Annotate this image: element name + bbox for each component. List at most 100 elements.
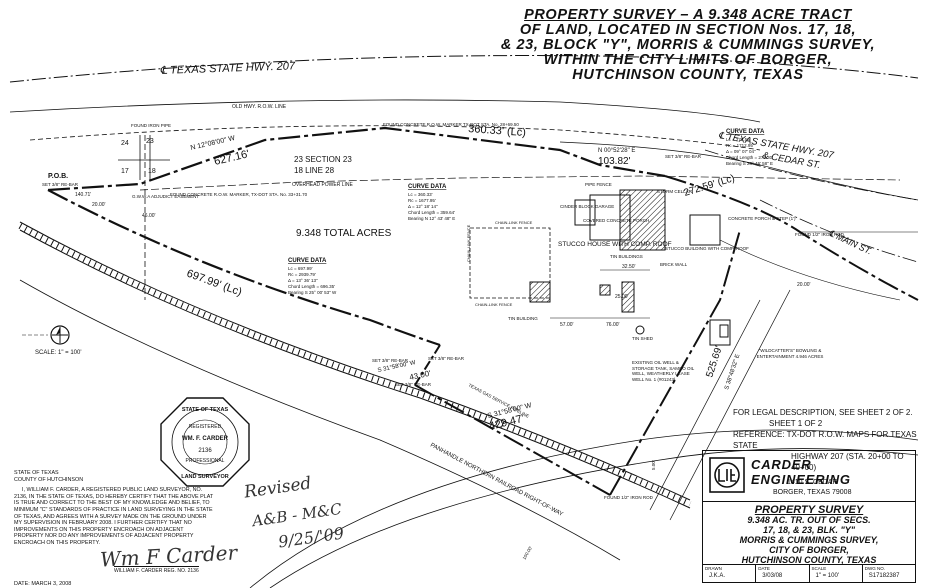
svg-text:Rc = 2939.79': Rc = 2939.79' (288, 272, 316, 277)
svg-text:Lc = 697.99': Lc = 697.99' (288, 266, 313, 271)
label-pipe-fence: PIPE FENCE (585, 182, 612, 187)
svg-text:Chord Length = 359.64': Chord Length = 359.64' (408, 210, 455, 215)
survey-summary: PROPERTY SURVEY 9.348 AC. TR. OUT OF SEC… (703, 505, 915, 566)
svg-text:Bearing S 25° 00' 53" W: Bearing S 25° 00' 53" W (288, 290, 337, 295)
svg-text:Δ = 09° 07' 04": Δ = 09° 07' 04" (726, 149, 756, 154)
label-dist-top: 627.16' (213, 148, 251, 168)
label-sec-18: 18 (148, 168, 156, 175)
svg-text:Chord Length = 696.35': Chord Length = 696.35' (288, 284, 335, 289)
label-found-conc-1: FOUND CONCRETE R.O.W. MARKER, TX-DOT STA… (170, 192, 308, 197)
label-dist-mid: 103.82' (598, 156, 631, 167)
label-dist-2: 20.00' (92, 202, 106, 208)
south-arc-1 (249, 429, 919, 588)
seal-top: STATE OF TEXAS (182, 407, 229, 413)
note-reference: REFERENCE: TX-DOT R.O.W. MAPS FOR TEXAS … (733, 430, 917, 450)
cert-state: STATE OF TEXAS (14, 470, 59, 476)
label-sec-17: 17 (121, 168, 129, 175)
label-chain-fence-2: CHAIN-LINK FENCE (475, 302, 513, 307)
seal-bottom: LAND SURVEYOR (181, 474, 229, 480)
road-edge-3 (719, 239, 901, 301)
tin-shed-2 (621, 281, 635, 313)
label-sec-line-18: 18 LINE 28 (294, 166, 335, 175)
label-found-conc-2: FOUND CONCRETE R.O.W. MARKER TX-DOT STA.… (383, 122, 519, 127)
label-stucco-bldg: STUCCO BUILDING WITH COMP. ROOF (665, 246, 749, 251)
label-bearing-top: N 12°08'00" W (190, 134, 237, 152)
label-d-2500: 25.00' (615, 294, 629, 300)
summary-line-5: CITY OF BORGER, (769, 545, 849, 555)
svg-text:Δ = 13° 36' 13": Δ = 13° 36' 13" (288, 278, 318, 283)
south-arc-2 (269, 448, 919, 588)
cert-body: I, WILLIAM F. CARDER, A REGISTERED PUBLI… (14, 487, 214, 546)
label-found-iron: FOUND IRON PIPE (131, 123, 171, 128)
engineer-address: 1410 S. CEDAR BORGER, TEXAS 79008 (773, 478, 851, 498)
railroad-track-a (19, 221, 691, 501)
title-line-1: PROPERTY SURVEY – A 9.348 ACRE TRACT (524, 7, 852, 23)
svg-text:Chord Length = 272.30': Chord Length = 272.30' (726, 155, 773, 160)
title-line-5: HUTCHINSON COUNTY, TEXAS (572, 67, 804, 83)
svg-text:Bearing N 12° 43' 48" E: Bearing N 12° 43' 48" E (408, 216, 455, 221)
label-set-rebar-3: SET 3/8" RE-BAR (428, 356, 465, 361)
label-wildcatter: "WILDCATTER'S" BOWLING & ENTERTAINMENT 4… (756, 348, 824, 359)
label-dist-right-top: 20.00' (797, 282, 811, 288)
label-total-acres: 9.348 TOTAL ACRES (296, 228, 392, 239)
label-found-iron-3: FOUND 1/2" IRON ROD (604, 495, 654, 500)
label-set-rebar-4: SET 3/8" RE-BAR (395, 382, 432, 387)
label-chain-fence-3: CHAIN-LINK FENCE (466, 224, 471, 262)
label-oil-well: EXISTING OIL WELL & STORAGE TANK, SAMCO … (632, 360, 695, 382)
road-edge-1 (559, 141, 919, 201)
label-sec-24: 24 (121, 140, 129, 147)
label-pob: P.O.B. (48, 173, 68, 180)
summary-line-4: MORRIS & CUMMINGS SURVEY, (739, 535, 879, 545)
label-dist-lc3: 697.99' (Lc) (185, 268, 243, 299)
north-boundary-line (47, 126, 666, 192)
overhead-power-line (139, 175, 901, 191)
label-gwwa: G.W.W.A ADJUDICT EASEMENT (132, 194, 199, 199)
hwy-centerline-right (704, 149, 919, 201)
label-found-iron-2: FOUND 1/2" IRON ROD (795, 232, 845, 237)
label-tin-bldgs: TIN BUILDINGS (610, 254, 643, 259)
engineer-addr-1: 1410 S. CEDAR (786, 479, 838, 486)
cert-county: COUNTY OF HUTCHINSON (14, 476, 84, 483)
west-curve-boundary (47, 189, 441, 347)
label-scale: SCALE: 1" = 100' (35, 350, 81, 356)
label-sec-line-23: 23 SECTION 23 (294, 155, 352, 164)
hwy-centerline-top (9, 55, 919, 83)
main-st-centerline (759, 199, 919, 263)
curve-data-right: CURVE DATA Lc = 272.55' Rc = 1712.95' Δ … (726, 129, 773, 166)
label-d-4300: 43.00' (409, 369, 432, 382)
label-sec-23-top: 23 (146, 138, 154, 145)
east-parallel-line (649, 299, 761, 511)
label-brg-right: S 38°48'32" E (724, 354, 741, 391)
svg-text:Bearing S 28° 46' 58" E: Bearing S 28° 46' 58" E (726, 161, 773, 166)
east-curve-boundary (664, 175, 919, 301)
label-covered: COVERED CONCRETE PORCH (583, 218, 649, 223)
cert-date: DATE: MARCH 3, 2008 (14, 580, 72, 587)
summary-line-6: HUTCHINSON COUNTY, TEXAS (741, 555, 877, 565)
railroad-row-south (19, 279, 621, 561)
label-stucco-house: STUCCO HOUSE WITH COMP. ROOF (558, 241, 672, 248)
railroad-ties (18, 223, 692, 507)
summary-line-3: 17, 18, & 23, BLK. "Y" (762, 525, 856, 535)
label-brg-mid: N 00°52'28" E (598, 148, 635, 154)
label-d-3250: 32.50' (622, 264, 636, 270)
label-d-76: 76.00' (606, 322, 620, 328)
svg-text:Δ = 12° 18' 14": Δ = 12° 18' 14" (408, 204, 438, 209)
railroad-track-b (19, 229, 691, 509)
label-tin-shed: TIN SHED (632, 336, 654, 341)
svg-text:Lc = 272.55': Lc = 272.55' (726, 137, 751, 142)
engineer-addr-2: BORGER, TEXAS 79008 (773, 489, 852, 496)
label-old-row: OLD HWY. R.O.W. LINE (232, 104, 287, 110)
title-line-2: OF LAND, LOCATED IN SECTION Nos. 17, 18, (519, 22, 857, 38)
reference-notes: FOR LEGAL DESCRIPTION, SEE SHEET 2 OF 2.… (733, 407, 927, 473)
tin-building (529, 281, 551, 303)
svg-text:Rc = 1677.95': Rc = 1677.95' (408, 198, 436, 203)
note-sheet: SHEET 1 OF 2 (769, 419, 823, 428)
east-straight-boundary (609, 229, 741, 496)
label-brick-wall: BRICK WALL (660, 262, 688, 267)
surveyor-seal-icon (160, 397, 250, 487)
label-dist-lc1: 360.33' (Lc) (468, 123, 526, 139)
